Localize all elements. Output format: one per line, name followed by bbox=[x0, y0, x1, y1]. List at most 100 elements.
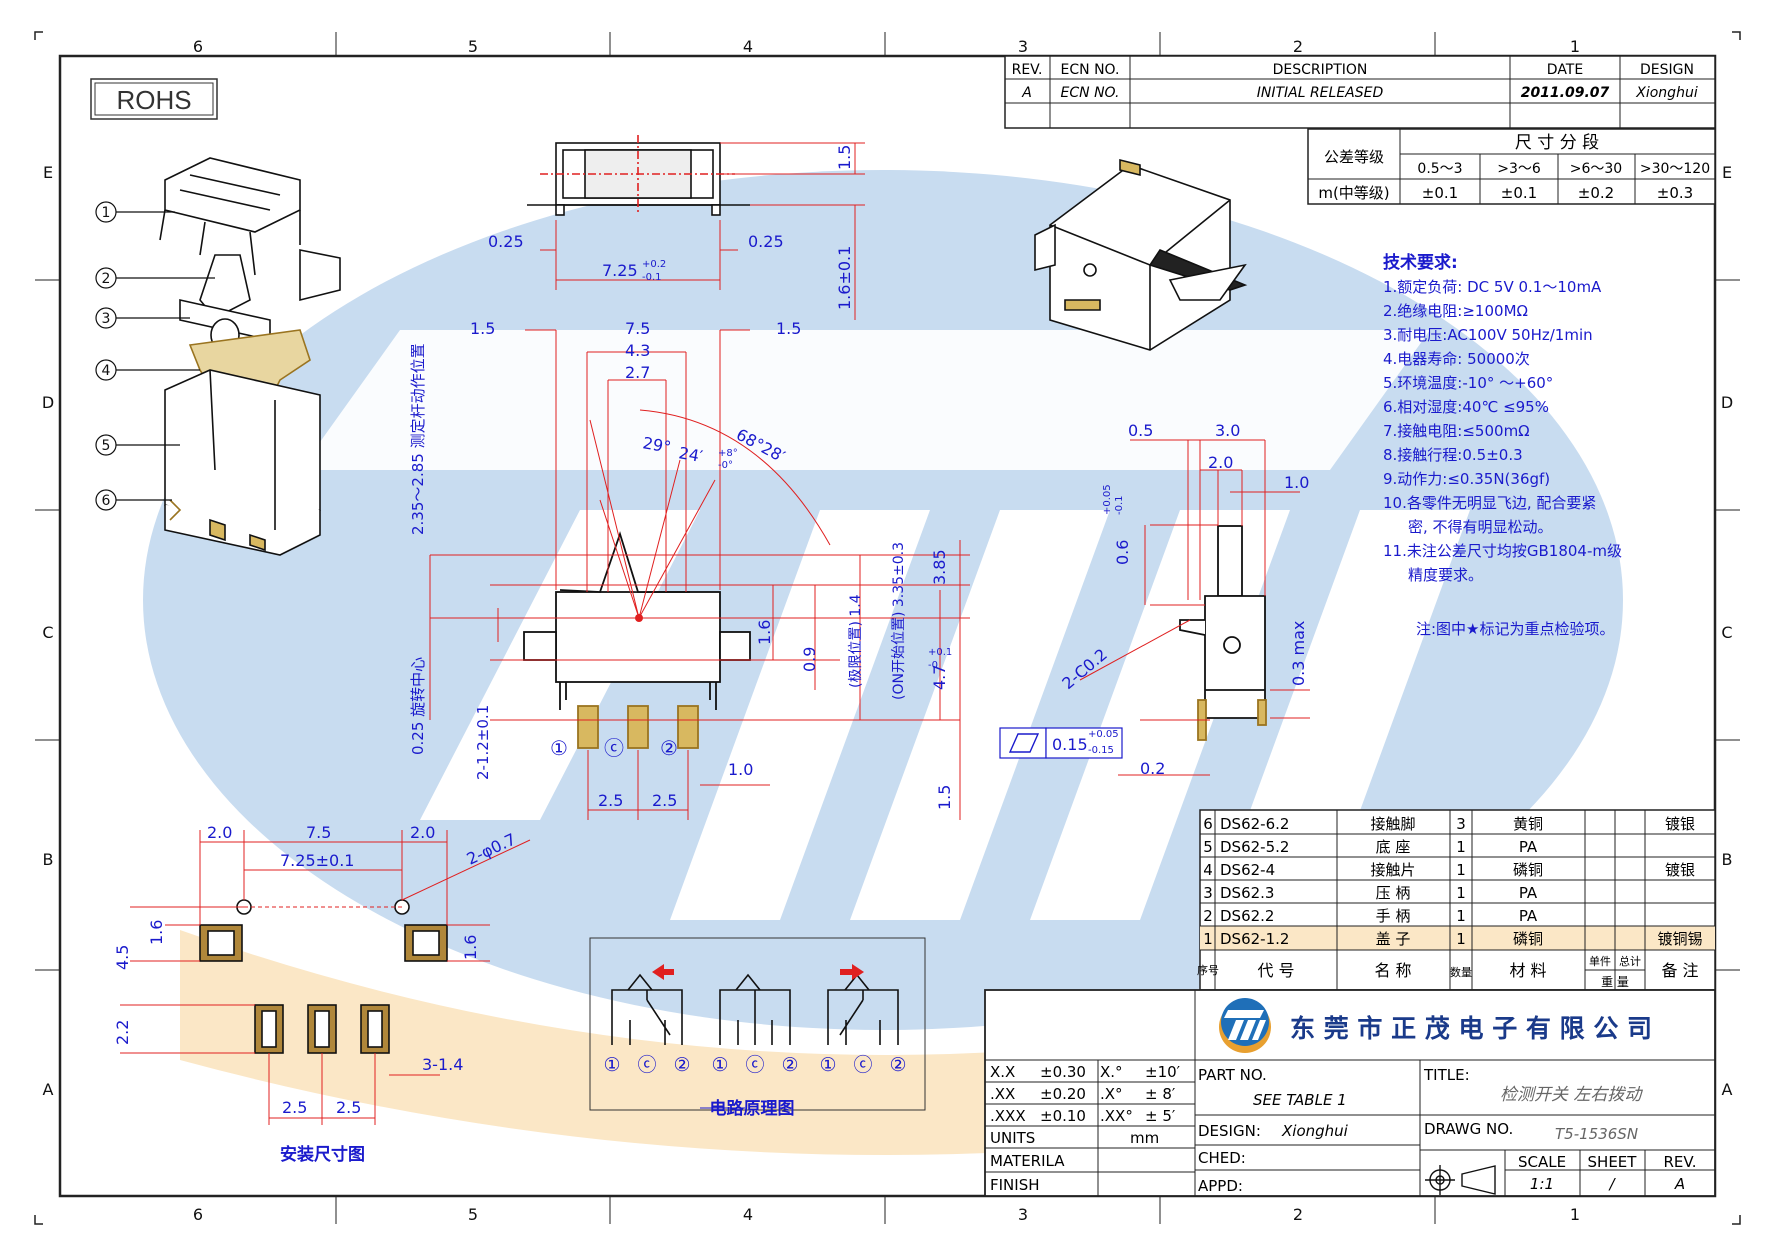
svg-text:PA: PA bbox=[1519, 838, 1538, 856]
zone-col-2: 2 bbox=[1293, 37, 1303, 56]
svg-text:mm: mm bbox=[1130, 1129, 1159, 1147]
svg-text:1.6: 1.6 bbox=[147, 920, 166, 945]
svg-text:A: A bbox=[1021, 85, 1032, 101]
callout-1: 1 bbox=[102, 205, 111, 221]
svg-text:11.未注公差尺寸均按GB1804-m级: 11.未注公差尺寸均按GB1804-m级 bbox=[1383, 542, 1622, 560]
svg-text:MATERILA: MATERILA bbox=[990, 1152, 1065, 1170]
svg-text:(极限位置) 1.4: (极限位置) 1.4 bbox=[848, 594, 864, 688]
svg-text:ⓒ: ⓒ bbox=[745, 1054, 764, 1076]
svg-text:DESCRIPTION: DESCRIPTION bbox=[1273, 62, 1368, 78]
svg-text:1.6: 1.6 bbox=[461, 935, 480, 960]
svg-text:1.5: 1.5 bbox=[776, 319, 801, 338]
svg-text:1: 1 bbox=[1203, 930, 1213, 948]
svg-text:3.0: 3.0 bbox=[1215, 421, 1240, 440]
svg-text:PA: PA bbox=[1519, 884, 1538, 902]
zone-col-1: 1 bbox=[1570, 37, 1580, 56]
svg-text:B: B bbox=[1722, 850, 1733, 869]
svg-text:.XX°: .XX° bbox=[1100, 1107, 1133, 1125]
callout-5: 5 bbox=[102, 438, 111, 454]
svg-text:Xionghui: Xionghui bbox=[1281, 1122, 1349, 1140]
svg-text:2.2: 2.2 bbox=[113, 1020, 132, 1045]
svg-text:REV.: REV. bbox=[1012, 62, 1043, 78]
svg-text:9.动作力:≤0.35N(36gf): 9.动作力:≤0.35N(36gf) bbox=[1383, 470, 1550, 488]
svg-text:3: 3 bbox=[1456, 815, 1466, 833]
svg-text:/: / bbox=[1607, 1175, 1616, 1193]
svg-text:备 注: 备 注 bbox=[1661, 961, 1698, 980]
bom-row-3: 3 DS62.3 压 柄 1 PA bbox=[1203, 884, 1538, 902]
callout-6: 6 bbox=[102, 493, 111, 509]
svg-text:.XX: .XX bbox=[990, 1085, 1015, 1103]
svg-text:0.6: 0.6 bbox=[1113, 540, 1132, 565]
svg-text:7.25±0.1: 7.25±0.1 bbox=[280, 851, 354, 870]
svg-text:0.2: 0.2 bbox=[1140, 759, 1165, 778]
svg-text:8.接触行程:0.5±0.3: 8.接触行程:0.5±0.3 bbox=[1383, 446, 1523, 464]
svg-text:1.6±0.1: 1.6±0.1 bbox=[835, 246, 854, 310]
svg-text:X.°: X.° bbox=[1100, 1063, 1123, 1081]
svg-text:②: ② bbox=[673, 1054, 690, 1076]
svg-text:C: C bbox=[1721, 623, 1732, 642]
svg-text:2.35～2.85 测定杆动作位置: 2.35～2.85 测定杆动作位置 bbox=[409, 343, 427, 535]
svg-text:E: E bbox=[1722, 163, 1732, 182]
svg-text:1.6: 1.6 bbox=[755, 620, 774, 645]
top-view-dims bbox=[540, 142, 865, 320]
svg-text:7.5: 7.5 bbox=[625, 319, 650, 338]
zone-col-4: 4 bbox=[743, 37, 753, 56]
svg-text:材 料: 材 料 bbox=[1509, 961, 1546, 980]
svg-text:-0.1: -0.1 bbox=[642, 272, 662, 283]
svg-text:尺 寸 分 段: 尺 寸 分 段 bbox=[1515, 133, 1599, 153]
svg-text:±0.20: ±0.20 bbox=[1040, 1085, 1086, 1103]
svg-text:2: 2 bbox=[1203, 907, 1213, 925]
callout-2: 2 bbox=[102, 271, 111, 287]
svg-text:磷铜: 磷铜 bbox=[1513, 930, 1543, 948]
svg-text:①: ① bbox=[603, 1054, 620, 1076]
drawing-title: 检测开关 左右拨动 bbox=[1500, 1085, 1643, 1105]
svg-text:①: ① bbox=[819, 1054, 836, 1076]
svg-text:-0°: -0° bbox=[718, 460, 733, 471]
svg-text:公差等级: 公差等级 bbox=[1324, 148, 1384, 166]
svg-text:PART NO.: PART NO. bbox=[1198, 1066, 1267, 1084]
svg-text:2011.09.07: 2011.09.07 bbox=[1521, 85, 1610, 101]
title-block: 东 莞 市 正 茂 电 子 有 限 公 司 X.X ±0.30 X.° ±10′… bbox=[984, 989, 1716, 1197]
pin-c-label: ⓒ bbox=[604, 736, 624, 760]
svg-text:CHED:: CHED: bbox=[1198, 1149, 1246, 1167]
svg-text:黄铜: 黄铜 bbox=[1513, 815, 1543, 833]
svg-text:DS62.3: DS62.3 bbox=[1220, 884, 1274, 902]
svg-text:名 称: 名 称 bbox=[1374, 961, 1411, 980]
svg-text:FINISH: FINISH bbox=[990, 1176, 1040, 1194]
side-view bbox=[1179, 525, 1267, 741]
callout-4: 4 bbox=[102, 363, 111, 379]
svg-text:DS62-5.2: DS62-5.2 bbox=[1220, 838, 1289, 856]
svg-text:+0.05: +0.05 bbox=[1102, 484, 1113, 515]
svg-text:INITIAL RELEASED: INITIAL RELEASED bbox=[1257, 85, 1384, 101]
svg-text:总计: 总计 bbox=[1619, 954, 1641, 968]
svg-text:2.绝缘电阻:≥100MΩ: 2.绝缘电阻:≥100MΩ bbox=[1383, 302, 1528, 320]
bom-row-5: 5 DS62-5.2 底 座 1 PA bbox=[1203, 838, 1538, 856]
svg-text:DATE: DATE bbox=[1547, 62, 1583, 78]
svg-text:±0.30: ±0.30 bbox=[1040, 1063, 1086, 1081]
svg-text:磷铜: 磷铜 bbox=[1513, 861, 1543, 879]
bom-row-6: 6 DS62-6.2 接触脚 3 黄铜 镀银 bbox=[1203, 815, 1695, 833]
zone-col-5: 5 bbox=[468, 37, 478, 56]
svg-text:±10′: ±10′ bbox=[1145, 1063, 1181, 1081]
drawing-number: T5-1536SN bbox=[1555, 1125, 1638, 1143]
svg-text:.X°: .X° bbox=[1100, 1085, 1123, 1103]
svg-text:7.5: 7.5 bbox=[306, 823, 331, 842]
sheet-border bbox=[34, 31, 1741, 1225]
svg-text:接触片: 接触片 bbox=[1370, 861, 1415, 879]
svg-text:1.5: 1.5 bbox=[470, 319, 495, 338]
circuit-caption: 电路原理图 bbox=[710, 1098, 795, 1119]
front-view-construction bbox=[429, 329, 970, 820]
svg-text:3.85: 3.85 bbox=[930, 549, 949, 585]
svg-text:1.5: 1.5 bbox=[935, 785, 954, 810]
svg-text:0.5～3: 0.5～3 bbox=[1417, 161, 1462, 177]
border-zone-labels: 6 5 4 3 2 1 6 5 4 3 2 1 E D C B A E D C … bbox=[42, 37, 1733, 1224]
svg-text:+0.05: +0.05 bbox=[1088, 729, 1119, 740]
svg-text:1:1: 1:1 bbox=[1530, 1175, 1554, 1193]
bom-row-1: 1 DS62-1.2 盖 子 1 磷铜 镀铜锡 bbox=[1203, 930, 1702, 948]
svg-text:0.5: 0.5 bbox=[1128, 421, 1153, 440]
svg-text:2.5: 2.5 bbox=[336, 1098, 361, 1117]
svg-text:±0.1: ±0.1 bbox=[1422, 184, 1458, 202]
inspection-note: 注:图中★标记为重点检验项。 bbox=[1416, 620, 1615, 638]
svg-text:1: 1 bbox=[1456, 884, 1466, 902]
svg-text:4.7: 4.7 bbox=[930, 665, 949, 690]
